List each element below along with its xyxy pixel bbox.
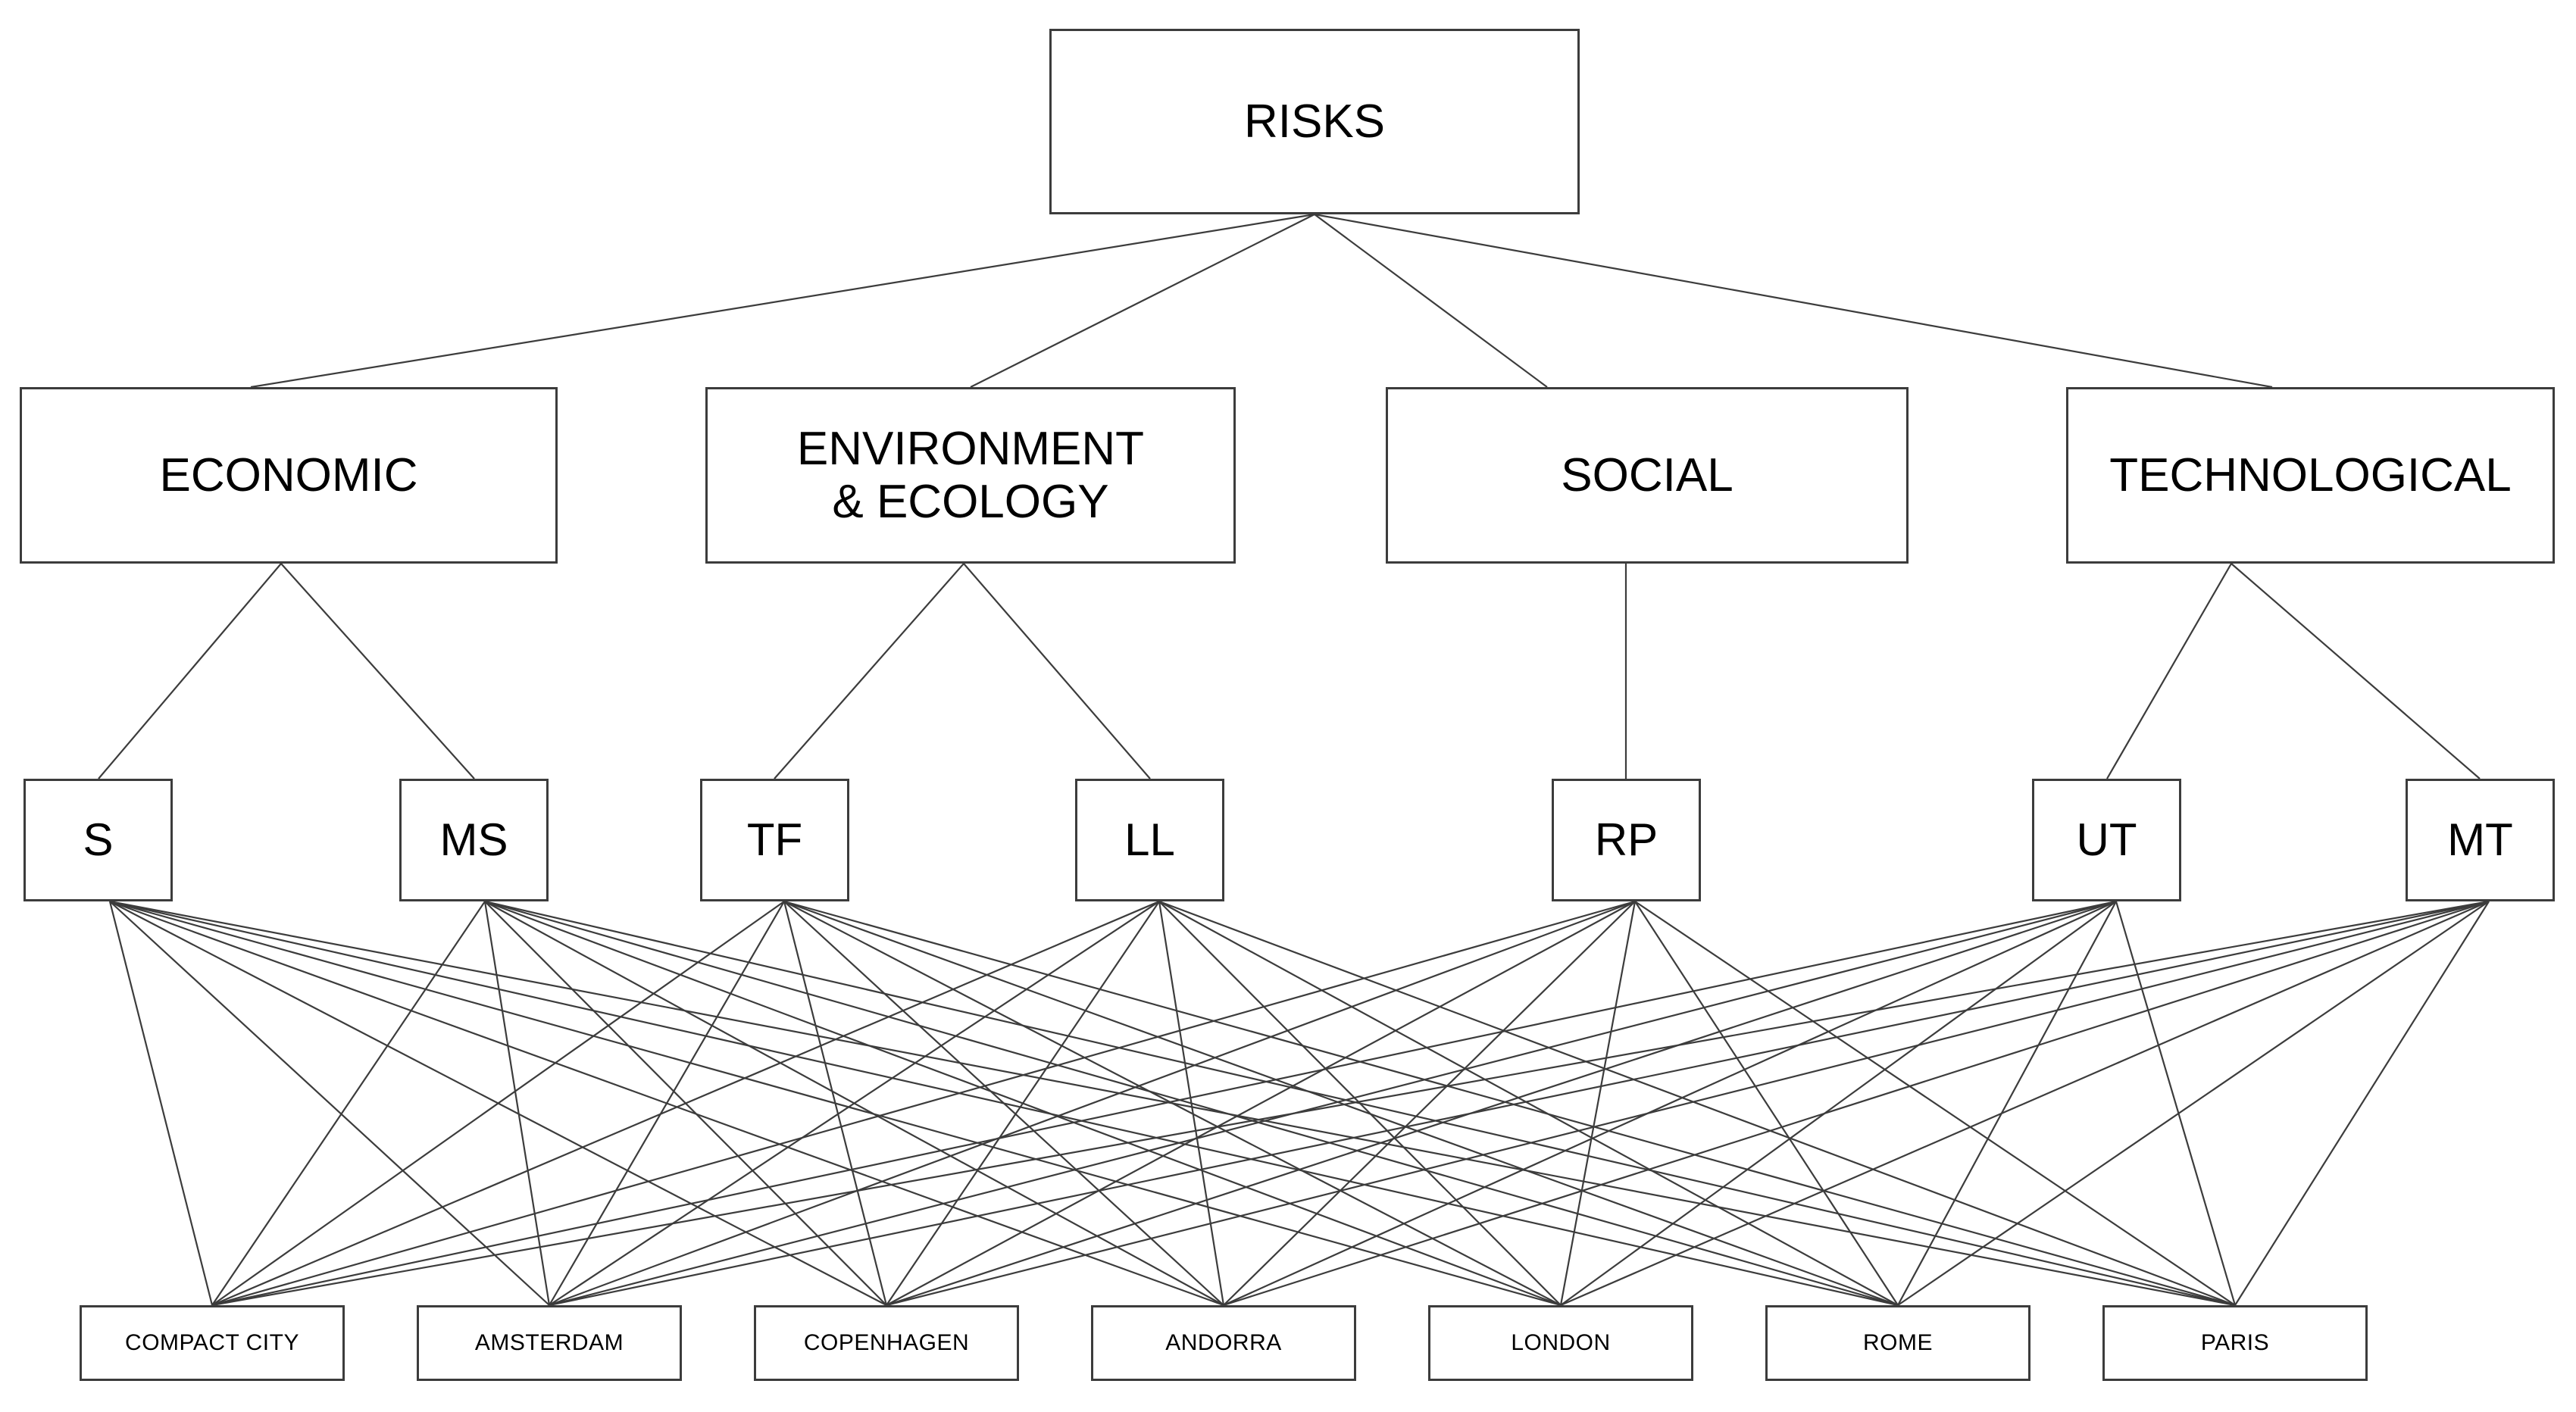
edge-sub6-alt2 <box>886 900 2490 1307</box>
edge-risks-to-economic <box>250 213 1315 389</box>
edge-sub5-alt3 <box>1223 900 2117 1307</box>
edge-sub1-alt1 <box>483 901 551 1306</box>
node-technological[interactable]: TECHNOLOGICAL <box>2066 387 2555 564</box>
edge-sub2-alt4 <box>783 901 1562 1306</box>
edge-sub6-alt5 <box>1897 901 2490 1306</box>
edge-sub3-alt6 <box>1158 900 2236 1307</box>
edge-sub5-alt5 <box>1897 901 2117 1306</box>
node-rp[interactable]: RP <box>1552 779 1701 901</box>
node-economic[interactable]: ECONOMIC <box>20 387 558 564</box>
edge-sub2-alt6 <box>783 900 2236 1307</box>
node-label-ms: MS <box>439 814 508 866</box>
edge-sub3-alt0 <box>211 900 1160 1307</box>
node-label-amsterdam: AMSTERDAM <box>474 1330 624 1356</box>
node-label-rp: RP <box>1594 814 1658 866</box>
node-label-paris: PARIS <box>2200 1330 2270 1356</box>
edge-group-to-subcriterion-5 <box>2106 563 2232 779</box>
edge-group-to-subcriterion-1 <box>280 563 475 779</box>
edge-sub5-alt0 <box>211 900 2117 1307</box>
edge-sub4-alt0 <box>211 900 1636 1307</box>
node-risks[interactable]: RISKS <box>1049 29 1580 214</box>
edge-sub6-alt3 <box>1223 900 2490 1307</box>
node-label-mt: MT <box>2447 814 2513 866</box>
edge-sub5-alt4 <box>1560 901 2117 1306</box>
node-social[interactable]: SOCIAL <box>1386 387 1909 564</box>
edge-sub4-alt6 <box>1634 901 2236 1306</box>
node-ms[interactable]: MS <box>399 779 549 901</box>
node-paris[interactable]: PARIS <box>2102 1305 2368 1381</box>
edge-sub3-alt4 <box>1158 901 1562 1306</box>
node-label-tf: TF <box>746 814 803 866</box>
edge-sub5-alt2 <box>886 900 2117 1307</box>
edge-sub0-alt0 <box>108 901 214 1306</box>
edge-sub0-alt1 <box>109 901 550 1306</box>
edge-sub4-alt1 <box>549 900 1636 1307</box>
node-label-s: S <box>83 814 114 866</box>
node-label-london: LONDON <box>1511 1330 1611 1356</box>
edge-risks-to-social <box>1314 214 1548 388</box>
edge-sub6-alt6 <box>2234 901 2490 1306</box>
node-london[interactable]: LONDON <box>1428 1305 1693 1381</box>
node-label-copenhagen: COPENHAGEN <box>803 1330 970 1356</box>
node-s[interactable]: S <box>23 779 173 901</box>
node-andorra[interactable]: ANDORRA <box>1091 1305 1356 1381</box>
node-label-ll: LL <box>1124 814 1175 866</box>
edge-sub4-alt2 <box>886 901 1636 1306</box>
edge-sub3-alt5 <box>1158 901 1899 1306</box>
edge-sub4-alt5 <box>1634 901 1899 1306</box>
edge-sub2-alt5 <box>783 900 1899 1307</box>
edge-sub1-alt0 <box>211 901 486 1306</box>
node-label-compact-city: COMPACT CITY <box>125 1330 299 1356</box>
node-ut[interactable]: UT <box>2032 779 2181 901</box>
node-label-social: SOCIAL <box>1561 448 1733 501</box>
edge-group-to-subcriterion-0 <box>98 563 282 779</box>
edge-group-to-subcriterion-6 <box>2231 563 2481 779</box>
node-label-rome: ROME <box>1863 1330 1933 1356</box>
node-tf[interactable]: TF <box>700 779 849 901</box>
node-compact-city[interactable]: COMPACT CITY <box>80 1305 345 1381</box>
edge-sub3-alt3 <box>1158 901 1225 1306</box>
edge-group-to-subcriterion-2 <box>774 563 964 779</box>
edge-group-to-subcriterion-3 <box>963 563 1151 779</box>
node-label-economic: ECONOMIC <box>159 448 418 501</box>
edge-sub2-alt0 <box>211 901 785 1306</box>
edge-sub6-alt1 <box>549 900 2490 1307</box>
edge-risks-to-technological <box>1314 213 2273 389</box>
node-label-andorra: ANDORRA <box>1165 1330 1282 1356</box>
node-mt[interactable]: MT <box>2406 779 2555 901</box>
node-rome[interactable]: ROME <box>1765 1305 2030 1381</box>
edge-sub3-alt1 <box>549 901 1160 1306</box>
node-amsterdam[interactable]: AMSTERDAM <box>417 1305 682 1381</box>
edge-risks-to-environment <box>970 214 1315 388</box>
edge-sub5-alt1 <box>549 900 2117 1307</box>
node-label-risks: RISKS <box>1243 95 1386 148</box>
edge-sub2-alt1 <box>549 901 785 1306</box>
node-ll[interactable]: LL <box>1075 779 1224 901</box>
node-label-technological: TECHNOLOGICAL <box>2109 448 2512 501</box>
edge-sub4-alt3 <box>1223 901 1636 1306</box>
edge-sub3-alt2 <box>886 901 1160 1306</box>
edge-sub5-alt6 <box>2115 901 2237 1306</box>
node-label-ut: UT <box>2076 814 2137 866</box>
node-label-environment: ENVIRONMENT & ECOLOGY <box>796 423 1145 528</box>
edge-sub4-alt4 <box>1559 901 1637 1306</box>
node-copenhagen[interactable]: COPENHAGEN <box>754 1305 1019 1381</box>
edge-sub6-alt4 <box>1560 900 2490 1307</box>
edge-sub2-alt2 <box>783 901 888 1306</box>
edge-sub6-alt0 <box>211 900 2490 1307</box>
node-environment[interactable]: ENVIRONMENT & ECOLOGY <box>705 387 1236 564</box>
